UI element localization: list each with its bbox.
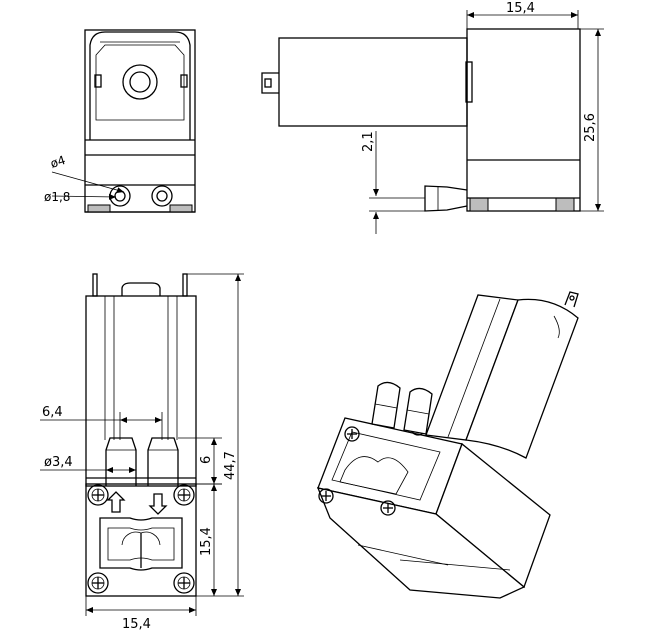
base-width-label: 15,4 [122,617,151,632]
iso-nozzle-left [371,381,401,429]
side-view: 15,4 25,6 2,1 [261,1,604,234]
right-nozzle [147,437,179,486]
nozzle-length-label: 6 [199,456,214,464]
screw-icon [173,572,195,594]
front-view: ø4 ø1,8 [44,29,196,213]
screw-icon [380,500,396,516]
screw-icon [173,484,195,506]
arrow-up-icon [106,491,126,513]
base-height-label: 15,4 [199,527,214,556]
motor-shaft-outer [122,64,158,100]
screw-icon [87,484,109,506]
arrow-down-icon [148,493,168,515]
outer-diameter-label: ø4 [49,153,68,171]
port-spacing-label: 6,4 [42,405,63,420]
screw-icon [344,426,360,442]
screw-icon [318,488,334,504]
iso-nozzle-right [403,387,433,435]
nozzle [424,185,468,212]
screw-icon [87,572,109,594]
pump-base [85,483,197,597]
nozzle-offset-label: 2,1 [361,131,376,152]
total-height-label: 44,7 [223,451,238,480]
side-width-label: 15,4 [506,1,535,16]
side-height-label: 25,6 [583,113,598,142]
inlet-port [151,185,173,207]
bottom-view: 6,4 ø3,4 6 44,7 15,4 15,4 [40,273,244,632]
isometric-view [316,291,579,599]
motor-shaft-inner [129,71,151,93]
motor-body [278,37,468,127]
inner-diameter-label: ø1,8 [44,190,70,204]
pump-head [466,28,581,212]
left-nozzle [105,437,137,486]
port-diameter-label: ø3,4 [44,455,73,470]
